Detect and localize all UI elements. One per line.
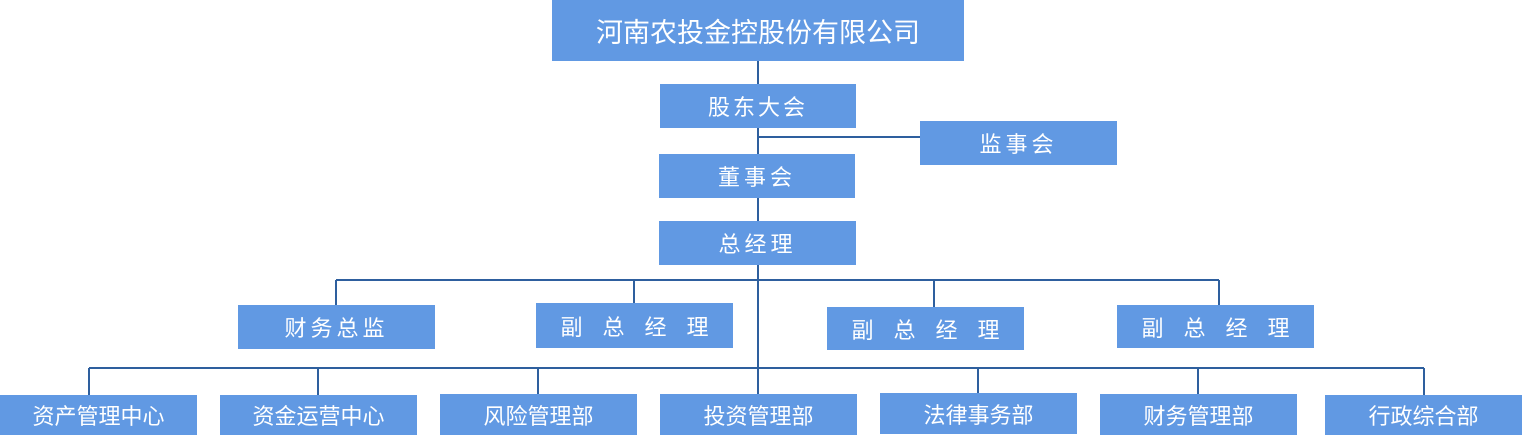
vice-president-label-3: 副总经理 [1141, 316, 1310, 342]
department-node-5: 法律事务部 [880, 393, 1077, 434]
general-manager-node: 总经理 [659, 221, 856, 265]
vice-president-node-2: 副总经理 [827, 307, 1024, 350]
supervisory-board-node: 监事会 [920, 121, 1117, 165]
shareholders-meeting-label: 股东大会 [707, 96, 808, 121]
board-of-directors-label: 董事会 [717, 166, 796, 191]
vice-president-label-1: 副总经理 [560, 315, 729, 341]
vice-president-label-2: 副总经理 [851, 318, 1020, 344]
vice-president-node-3: 副总经理 [1117, 305, 1314, 348]
shareholders-meeting-node: 股东大会 [660, 84, 856, 128]
department-node-6: 财务管理部 [1100, 394, 1297, 435]
department-label-5: 法律事务部 [923, 403, 1034, 429]
company-label: 河南农投金控股份有限公司 [596, 18, 920, 49]
cfo-node: 财务总监 [238, 305, 435, 349]
department-node-1: 资产管理中心 [0, 395, 197, 435]
department-label-7: 行政综合部 [1368, 405, 1479, 430]
vice-president-node-1: 副总经理 [536, 303, 733, 348]
department-node-4: 投资管理部 [660, 394, 857, 435]
general-manager-label: 总经理 [718, 233, 797, 258]
department-label-6: 财务管理部 [1143, 404, 1254, 430]
department-label-3: 风险管理部 [483, 404, 594, 430]
cfo-label: 财务总监 [284, 317, 389, 342]
department-label-4: 投资管理部 [703, 404, 814, 430]
department-node-7: 行政综合部 [1325, 395, 1522, 435]
department-node-2: 资金运营中心 [220, 395, 417, 435]
supervisory-board-label: 监事会 [979, 133, 1058, 158]
department-label-1: 资产管理中心 [32, 405, 165, 430]
department-node-3: 风险管理部 [440, 394, 637, 435]
board-of-directors-node: 董事会 [659, 154, 855, 198]
department-label-2: 资金运营中心 [252, 405, 385, 430]
company-node: 河南农投金控股份有限公司 [552, 0, 964, 61]
